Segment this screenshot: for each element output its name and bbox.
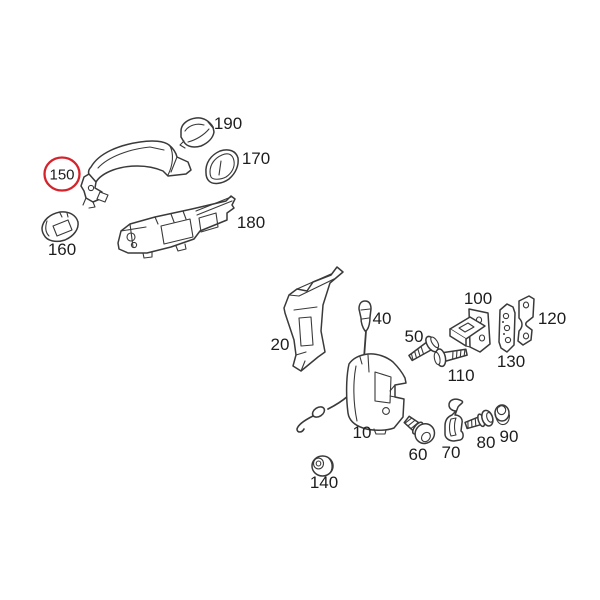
part-label-130: 130 <box>497 352 525 371</box>
part-10-door-lock-actuator <box>296 353 407 435</box>
part-180-door-handle-carrier <box>117 195 236 259</box>
part-120-shim-plate <box>517 295 535 346</box>
part-80-pan-head-screw <box>464 409 494 430</box>
part-label-150: 150 <box>49 167 74 184</box>
part-40-lock-pin <box>358 300 372 359</box>
part-60-round-head-bolt <box>403 415 436 445</box>
part-50-countersunk-screw <box>408 335 440 362</box>
part-label-180: 180 <box>237 213 265 232</box>
part-label-20: 20 <box>271 335 290 354</box>
part-100-door-striker <box>449 308 491 353</box>
part-label-160: 160 <box>48 240 76 259</box>
part-130-spacer-plate <box>498 303 516 353</box>
part-170-handle-cover-cap <box>205 149 239 185</box>
part-label-140: 140 <box>310 473 338 492</box>
part-90-flange-nut <box>494 404 511 426</box>
part-label-90: 90 <box>500 427 519 446</box>
part-140-grommet <box>311 455 334 477</box>
diagram-artwork <box>41 117 535 477</box>
part-label-120: 120 <box>538 309 566 328</box>
part-label-80: 80 <box>477 433 496 452</box>
part-label-190: 190 <box>214 114 242 133</box>
part-20-mounting-bracket <box>283 266 344 372</box>
part-label-40: 40 <box>373 309 392 328</box>
part-label-70: 70 <box>442 443 461 462</box>
part-190-lock-cylinder-cap <box>179 117 215 149</box>
part-110-striker-screw <box>433 348 468 368</box>
part-160-handle-cover-cap <box>41 211 79 243</box>
part-label-50: 50 <box>405 327 424 346</box>
part-label-170: 170 <box>242 149 270 168</box>
part-70-clip-bracket <box>444 398 464 442</box>
highlight-circle-150 <box>43 156 81 192</box>
part-label-10: 10 <box>353 423 372 442</box>
part-label-100: 100 <box>464 289 492 308</box>
part-label-60: 60 <box>409 445 428 464</box>
part-150-outer-door-handle <box>80 140 192 209</box>
part-label-110: 110 <box>447 366 474 385</box>
